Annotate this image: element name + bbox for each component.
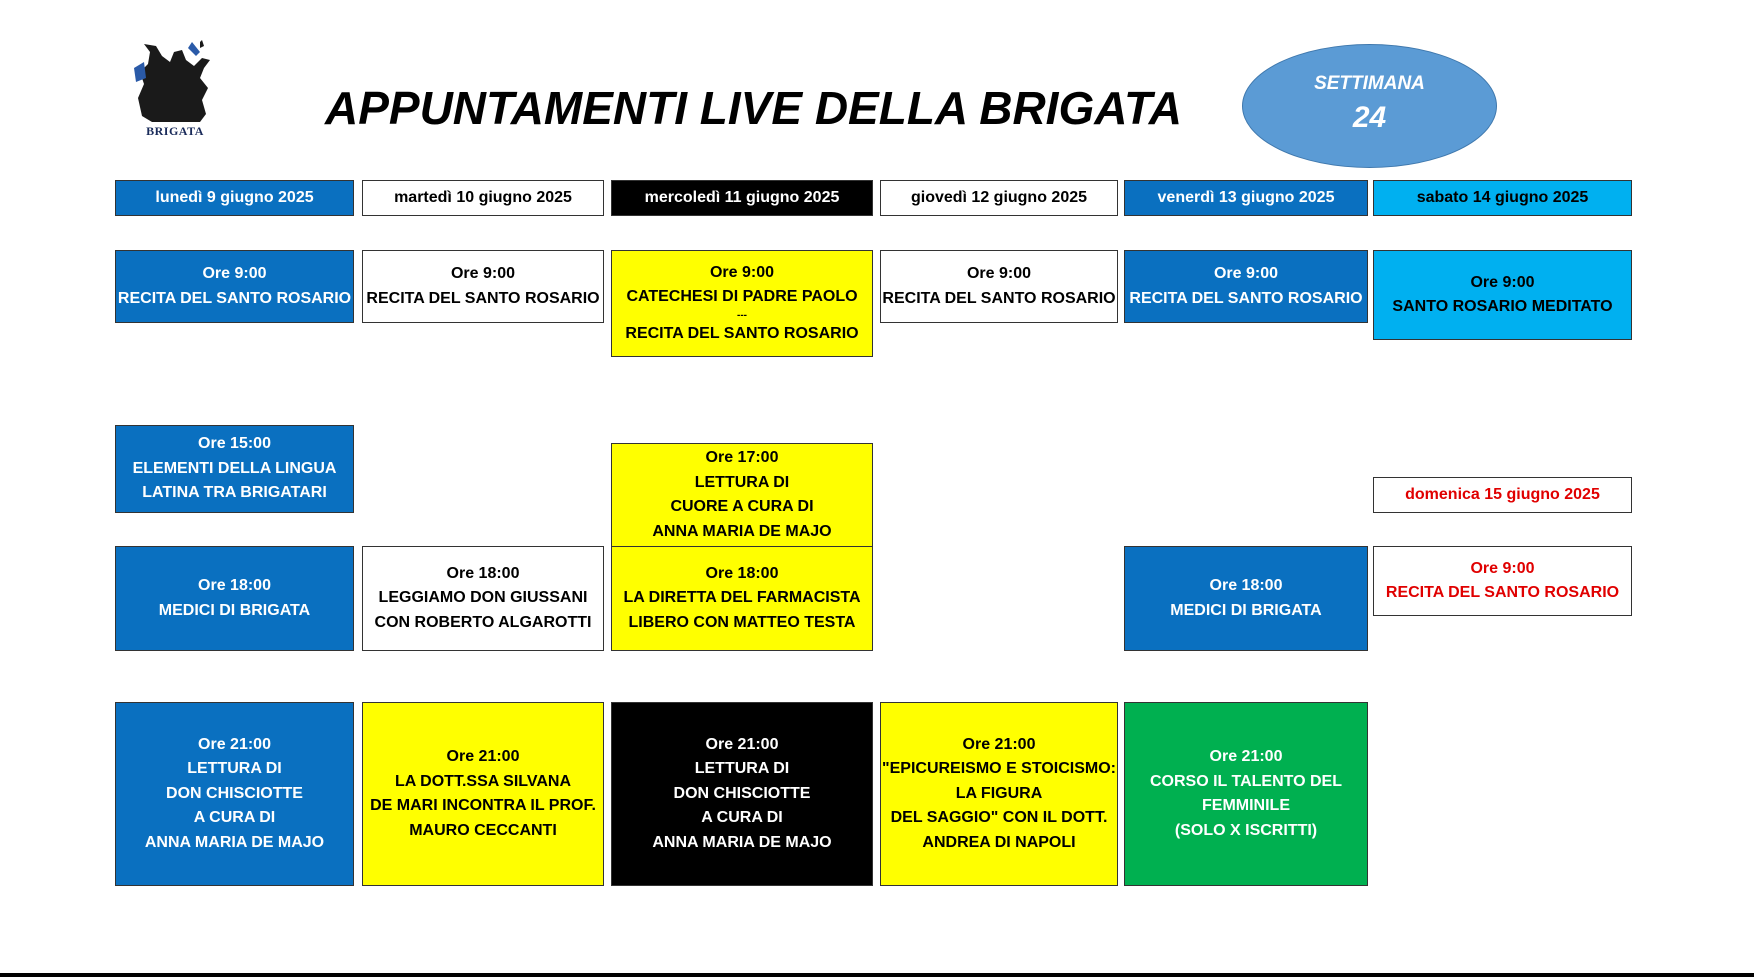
event-time: Ore 9:00 [1470,273,1535,291]
event-fri-2100: Ore 21:00 CORSO IL TALENTO DEL FEMMINILE… [1124,702,1368,886]
day-header-saturday: sabato 14 giugno 2025 [1373,180,1632,216]
event-tue-1800: Ore 18:00 LEGGIAMO DON GIUSSANI CON ROBE… [362,546,604,651]
event-title: FEMMINILE [1202,797,1290,814]
event-time: Ore 21:00 [1209,748,1283,765]
event-time: Ore 9:00 [202,265,267,282]
day-header-tuesday: martedì 10 giugno 2025 [362,180,604,216]
page-title: APPUNTAMENTI LIVE DELLA BRIGATA [325,82,1182,134]
day-header-monday: lunedì 9 giugno 2025 [115,180,354,216]
event-title: LETTURA DI [694,473,790,491]
event-sat-0900: Ore 9:00 SANTO ROSARIO MEDITATO [1373,250,1632,340]
event-time: Ore 18:00 [705,564,779,582]
event-title: LA DOTT.SSA SILVANA [395,772,571,790]
event-title: A CURA DI [193,809,276,827]
brigata-logo: BRIGATA ​ [130,38,220,146]
event-time: Ore 9:00 [966,265,1032,282]
event-title: RECITA DEL SANTO ROSARIO [1129,289,1363,307]
event-time: Ore 9:00 [1470,559,1535,577]
event-separator: --- [737,309,747,321]
event-title: LIBERO CON MATTEO TESTA [628,613,856,631]
event-title: ANNA MARIA DE MAJO [652,833,832,851]
event-fri-0900: Ore 9:00 RECITA DEL SANTO ROSARIO [1124,250,1368,323]
event-title: RECITA DEL SANTO ROSARIO [1385,584,1620,601]
event-wed-2100: Ore 21:00 LETTURA DI DON CHISCIOTTE A CU… [611,702,873,886]
event-title: CATECHESI DI PADRE PAOLO [626,288,858,306]
event-title: DEL SAGGIO" CON IL DOTT. [890,809,1108,827]
event-wed-1700: Ore 17:00 LETTURA DI CUORE A CURA DI ANN… [611,443,873,547]
logo-subtext: ​ [130,139,220,144]
event-title: DON CHISCIOTTE [673,784,811,802]
event-title: MEDICI DI BRIGATA [158,601,311,619]
event-mon-0900: Ore 9:00 RECITA DEL SANTO ROSARIO [115,250,354,323]
event-title: DON CHISCIOTTE [166,784,303,802]
event-time: Ore 9:00 [1213,265,1279,282]
day-header-friday: venerdì 13 giugno 2025 [1124,180,1368,216]
event-title: LEGGIAMO DON GIUSSANI [378,589,588,607]
event-time: Ore 18:00 [1209,577,1283,594]
event-title: CON ROBERTO ALGAROTTI [374,613,592,631]
event-title: LETTURA DI [187,760,282,778]
bottom-divider [0,973,1754,977]
logo-text: BRIGATA [146,124,204,138]
event-thu-0900: Ore 9:00 RECITA DEL SANTO ROSARIO [880,250,1118,323]
event-title: LETTURA DI [694,760,790,778]
event-time: Ore 21:00 [198,735,271,753]
event-title: CORSO IL TALENTO DEL [1149,772,1342,790]
event-time: Ore 21:00 [962,735,1036,753]
event-title: MAURO CECCANTI [409,821,557,839]
week-badge: SETTIMANA 24 [1242,44,1497,168]
event-mon-1500: Ore 15:00 ELEMENTI DELLA LINGUA LATINA T… [115,425,354,513]
event-title: ANNA MARIA DE MAJO [144,833,325,851]
day-header-wednesday: mercoledì 11 giugno 2025 [611,180,873,216]
event-title: LA FIGURA [955,784,1043,802]
event-title: RECITA DEL SANTO ROSARIO [882,289,1116,307]
event-wed-0900: Ore 9:00 CATECHESI DI PADRE PAOLO --- RE… [611,250,873,357]
event-title: ANDREA DI NAPOLI [922,833,1076,851]
event-time: Ore 15:00 [198,435,271,453]
event-wed-1800: Ore 18:00 LA DIRETTA DEL FARMACISTA LIBE… [611,546,873,651]
event-thu-2100: Ore 21:00 "EPICUREISMO E STOICISMO: LA F… [880,702,1118,886]
event-time: Ore 9:00 [450,265,516,282]
event-title: ELEMENTI DELLA LINGUA [132,459,337,477]
event-time: Ore 17:00 [705,449,779,466]
event-mon-2100: Ore 21:00 LETTURA DI DON CHISCIOTTE A CU… [115,702,354,886]
event-title: RECITA DEL SANTO ROSARIO [117,289,352,307]
event-time: Ore 9:00 [709,263,775,281]
event-title: ANNA MARIA DE MAJO [652,522,832,540]
event-title: A CURA DI [701,809,783,827]
event-title: CUORE A CURA DI [670,498,814,515]
event-title: DE MARI INCONTRA IL PROF. [370,797,596,814]
event-time: Ore 21:00 [705,735,779,753]
event-mon-1800: Ore 18:00 MEDICI DI BRIGATA [115,546,354,651]
event-title: RECITA DEL SANTO ROSARIO [366,289,600,307]
event-title: LA DIRETTA DEL FARMACISTA [623,589,861,607]
event-tue-2100: Ore 21:00 LA DOTT.SSA SILVANA DE MARI IN… [362,702,604,886]
event-title: LATINA TRA BRIGATARI [142,484,327,502]
week-label: SETTIMANA [1314,73,1425,94]
day-header-thursday: giovedì 12 giugno 2025 [880,180,1118,216]
day-header-sunday: domenica 15 giugno 2025 [1373,477,1632,513]
event-fri-1800: Ore 18:00 MEDICI DI BRIGATA [1124,546,1368,651]
event-title: SANTO ROSARIO MEDITATO [1392,298,1613,315]
event-title: RECITA DEL SANTO ROSARIO [625,324,859,342]
event-time: Ore 18:00 [446,564,520,582]
event-title: MEDICI DI BRIGATA [1170,601,1322,619]
week-number: 24 [1352,101,1387,134]
event-title: (SOLO X ISCRITTI) [1174,821,1318,839]
event-title: "EPICUREISMO E STOICISMO: [882,760,1116,778]
event-time: Ore 21:00 [446,748,520,765]
event-time: Ore 18:00 [198,577,271,594]
event-tue-0900: Ore 9:00 RECITA DEL SANTO ROSARIO [362,250,604,323]
event-sun-0900: Ore 9:00 RECITA DEL SANTO ROSARIO [1373,546,1632,616]
knight-on-horse-icon [134,40,210,122]
